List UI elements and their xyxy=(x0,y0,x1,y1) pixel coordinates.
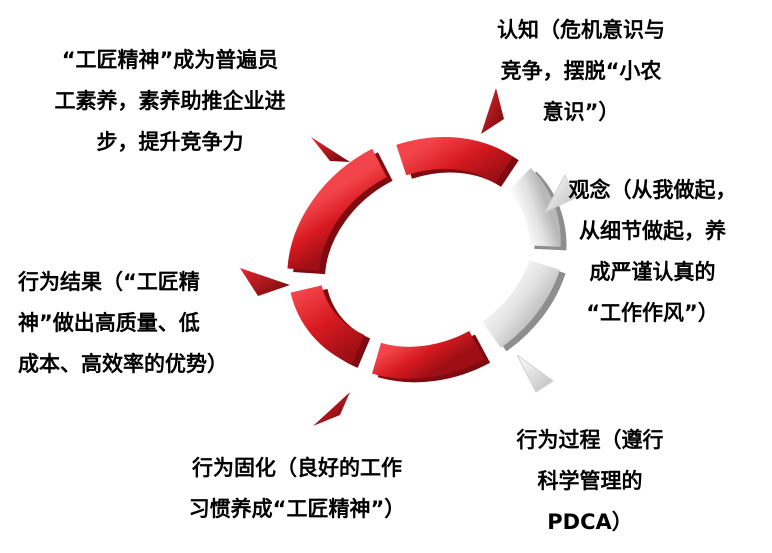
label-guannian-line: 从细节做起，养 xyxy=(579,219,726,243)
label-guannian-line: 观念（从我做起， xyxy=(568,178,737,202)
label-jieguo-line: 神”做出高质量、低 xyxy=(18,311,200,335)
segment-guannian xyxy=(507,168,561,247)
label-renzhi-line: 竞争，摆脱“小农 xyxy=(500,59,662,83)
segment-renzhi xyxy=(396,136,514,184)
label-guhua-line: 习惯养成“工匠精神”） xyxy=(188,497,406,521)
label-renzhi: 认知（危机意识与 竞争，摆脱“小农 意识”） xyxy=(466,10,696,133)
triangle-arrow-icon xyxy=(240,268,290,296)
label-guocheng-line: 行为过程（遵行 xyxy=(516,428,664,452)
label-guhua: 行为固化（良好的工作 习惯养成“工匠精神”） xyxy=(152,448,442,530)
label-jingshen-line: “工匠精神”成为普遍员 xyxy=(61,48,279,72)
label-jingshen-line: 工素养，素养助推企业进 xyxy=(54,89,286,113)
label-guocheng-line: PDCA） xyxy=(547,510,633,534)
label-renzhi-line: 意识”） xyxy=(542,100,620,124)
label-jingshen-line: 步，提升竞争力 xyxy=(96,130,244,154)
triangle-arrow-icon xyxy=(313,392,350,426)
segment-jieguo xyxy=(290,284,365,365)
triangle-arrow-icon xyxy=(481,88,504,134)
triangle-arrow-icon xyxy=(311,137,350,162)
segment-guhua xyxy=(372,330,485,379)
label-jieguo: 行为结果（“工匠精 神”做出高质量、低 成本、高效率的优势） xyxy=(18,262,263,385)
label-jingshen: “工匠精神”成为普遍员 工素养，素养助推企业进 步，提升竞争力 xyxy=(20,40,320,163)
triangle-arrow-icon xyxy=(543,173,576,214)
triangle-arrow-icon xyxy=(516,354,554,393)
label-renzhi-line: 认知（危机意识与 xyxy=(497,18,665,42)
segment-jingshen xyxy=(287,148,388,272)
label-guocheng: 行为过程（遵行 科学管理的 PDCA） xyxy=(485,420,695,543)
label-jieguo-line: 成本、高效率的优势） xyxy=(18,352,228,376)
label-guannian-line: “工作作风”） xyxy=(586,301,719,325)
label-guocheng-line: 科学管理的 xyxy=(537,469,643,493)
label-jieguo-line: 行为结果（“工匠精 xyxy=(18,270,200,294)
label-guannian-line: 成严谨认真的 xyxy=(589,260,716,284)
label-guannian: 观念（从我做起， 从细节做起，养 成严谨认真的 “工作作风”） xyxy=(540,170,765,334)
segment-guocheng xyxy=(482,259,560,348)
label-guhua-line: 行为固化（良好的工作 xyxy=(192,456,402,480)
